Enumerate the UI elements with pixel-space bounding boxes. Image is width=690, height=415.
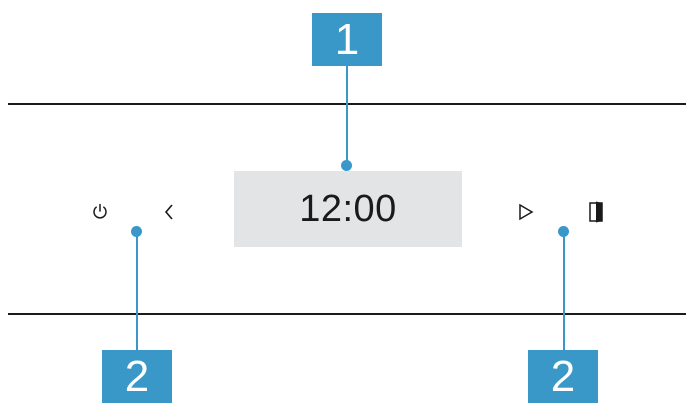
- callout-2-left-dot: [131, 226, 142, 237]
- panel-bottom-line: [8, 313, 686, 315]
- callout-2-right-leader-line: [563, 232, 565, 352]
- door-icon: [589, 201, 603, 223]
- time-display: 12:00: [234, 171, 462, 247]
- right-button[interactable]: [515, 199, 537, 225]
- play-triangle-icon: [519, 203, 534, 221]
- callout-2-left-badge: 2: [102, 350, 172, 403]
- time-display-text: 12:00: [299, 187, 397, 230]
- callout-1-badge: 1: [312, 13, 382, 66]
- door-button[interactable]: [584, 198, 608, 226]
- callout-2-right-dot: [558, 226, 569, 237]
- callout-2-left-leader-line: [136, 232, 138, 352]
- power-icon: [93, 203, 107, 219]
- callout-2-right-badge: 2: [528, 350, 598, 403]
- left-button[interactable]: [158, 199, 180, 225]
- callout-1-dot: [341, 160, 352, 171]
- callout-1-leader-line: [346, 64, 348, 166]
- chevron-left-icon: [164, 204, 173, 220]
- power-button[interactable]: [88, 200, 112, 224]
